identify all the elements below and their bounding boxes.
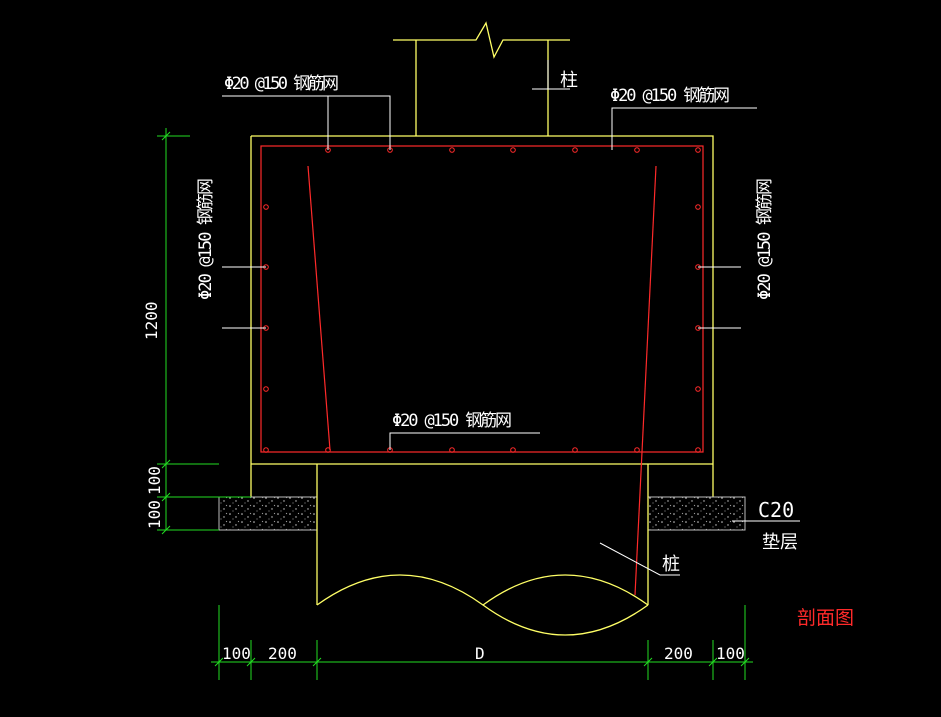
cushion-name-label: 垫层 — [762, 532, 798, 553]
dim-bottom-200-right: 200 — [664, 644, 693, 663]
rebar-label-left: Φ20 @150 钢筋网 — [196, 178, 216, 300]
pile-cap-outline — [250, 135, 714, 497]
cushion-grade-label: C20 — [758, 498, 794, 522]
dim-bottom-d: D — [475, 644, 485, 663]
rebar-mesh — [260, 145, 704, 596]
column-label: 柱 — [560, 70, 578, 91]
dim-100-lower: 100 — [145, 500, 164, 529]
cushion-layer — [218, 496, 746, 531]
dim-bottom-100-left: 100 — [222, 644, 251, 663]
pile-outline — [316, 464, 649, 636]
rebar-label-bottom: Φ20 @150 钢筋网 — [392, 411, 512, 431]
dimension-lines — [157, 128, 753, 680]
rebar-dots — [263, 147, 701, 453]
leader-lines — [222, 60, 800, 576]
pile-label: 桩 — [662, 554, 680, 575]
dim-100-upper: 100 — [145, 466, 164, 495]
dim-bottom-200-left: 200 — [268, 644, 297, 663]
dim-bottom-100-right: 100 — [716, 644, 745, 663]
column-outline — [393, 21, 570, 136]
drawing-title: 剖面图 — [797, 607, 854, 629]
rebar-label-top-right: Φ20 @150 钢筋网 — [610, 86, 730, 106]
dim-height-1200: 1200 — [142, 301, 161, 340]
rebar-label-top-left: Φ20 @150 钢筋网 — [224, 74, 339, 94]
rebar-label-right: Φ20 @150 钢筋网 — [755, 178, 775, 300]
